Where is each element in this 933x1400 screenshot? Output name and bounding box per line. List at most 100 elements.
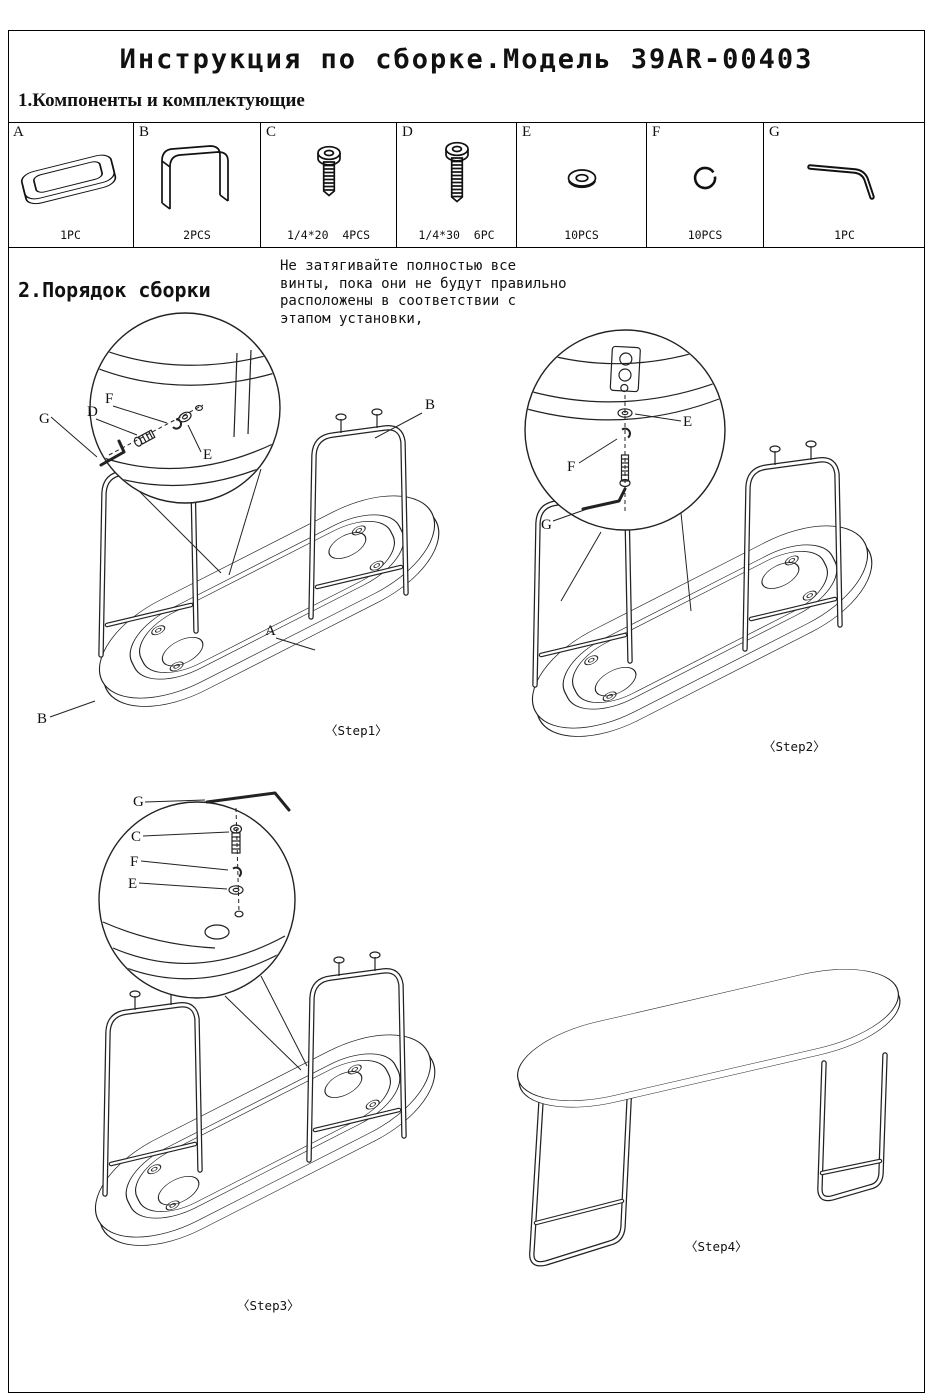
magnifier-ray (680, 512, 692, 612)
part-cell-b: B 2PCS (133, 123, 260, 247)
part-letter-a: A (13, 124, 24, 140)
magnifier-ray (260, 975, 308, 1067)
note-line-1: Не затягивайте полностью все (280, 258, 517, 274)
magnifier-ray (228, 468, 262, 576)
callout-b-bottom: B (37, 711, 47, 727)
step3-magnifier-circle (98, 801, 296, 999)
callout-a: A (265, 623, 276, 639)
screw-hole-detail (234, 910, 244, 918)
part-qty-a: 1PC (60, 228, 81, 242)
part-qty-c: 1/4*20 4PCS (286, 228, 371, 242)
step1-label: 〈Step1〉 (325, 723, 388, 738)
leader-line-b-bottom (49, 700, 96, 718)
step4-diagram: 〈Step4〉 (516, 969, 901, 1267)
leader-line-f (140, 860, 229, 871)
allen-key-icon (806, 164, 875, 200)
screw-c-detail (229, 824, 243, 854)
leader-line-g (552, 508, 588, 522)
note-line-2: винты, пока они не будут правильно (280, 275, 567, 292)
step4-label: 〈Step4〉 (685, 1239, 748, 1254)
callout-g: G (39, 411, 50, 427)
step3-table-underside (76, 1010, 454, 1270)
callout-e: E (683, 414, 692, 430)
leader-line-d (95, 418, 138, 436)
part-letter-d: D (402, 124, 413, 140)
step3-label: 〈Step3〉 (237, 1298, 300, 1313)
part-letter-b: B (139, 124, 150, 140)
leader-line-e (187, 424, 202, 453)
flat-washer-icon (567, 168, 596, 188)
leader-line-b-top (374, 412, 423, 439)
part-qty-d: 1/4*30 6PC (418, 228, 495, 242)
callout-b-top: B (425, 397, 435, 413)
spring-washer-detail (621, 427, 631, 439)
tabletop-icon (20, 154, 116, 204)
screw-d-detail (133, 429, 156, 447)
step4-leg-frame-right (817, 1052, 888, 1202)
step3-diagram: G C F E 〈Step3〉 (76, 791, 454, 1313)
flat-washer-detail (617, 408, 633, 418)
spring-washer-detail (232, 866, 242, 878)
leader-line-e (634, 413, 682, 422)
note-line-3: расположены в соответствии с (280, 293, 517, 309)
assembly-heading: 2.Порядок сборки (18, 278, 211, 302)
magnifier-ray (224, 995, 302, 1071)
allen-key-detail (99, 439, 126, 467)
allen-key-detail (205, 791, 291, 812)
callout-e: E (128, 876, 137, 892)
part-cell-g: G 1PC (763, 123, 925, 247)
step3-magnifier-detail (102, 921, 286, 980)
long-screw-icon (444, 141, 469, 203)
callout-c: C (131, 829, 141, 845)
leg-frame-icon (161, 144, 229, 210)
step1-table-underside (80, 471, 458, 731)
part-cell-c: C 1/4*20 4PCS (260, 123, 396, 247)
allen-key-detail (581, 487, 627, 511)
step1-diagram: G D F E B A B 〈Step1〉 (37, 312, 458, 738)
flat-washer-detail (228, 885, 244, 895)
part-letter-f: F (652, 124, 661, 140)
callout-f: F (130, 854, 138, 870)
fastener-axis (108, 404, 204, 456)
magnifier-ray (560, 531, 602, 602)
magnifier-ray (138, 490, 222, 574)
leader-line-f (578, 438, 618, 464)
parts-table: A 1PC B 2PCS C (8, 122, 925, 248)
callout-g: G (133, 794, 144, 810)
note-line-4: этапом установки, (280, 310, 424, 327)
screw-d-detail (619, 454, 631, 488)
flat-washer-detail (178, 411, 192, 423)
page-title: Инструкция по сборке.Модель 39AR-00403 (119, 44, 814, 75)
part-cell-e: E 10PCS (516, 123, 646, 247)
part-cell-a: A 1PC (8, 123, 133, 247)
callout-g: G (541, 517, 552, 533)
leader-line-f (112, 405, 168, 424)
step1-magnifier-circle (89, 312, 281, 504)
leader-line-c (142, 831, 230, 837)
spring-washer-detail (172, 418, 182, 430)
screw-hole-detail (195, 404, 204, 411)
page-border (8, 30, 925, 1393)
part-letter-g: G (769, 124, 780, 140)
callout-d: D (87, 404, 98, 420)
spring-washer-icon (693, 166, 717, 190)
part-qty-g: 1PC (834, 228, 855, 242)
leader-line-a (275, 637, 316, 651)
callout-f: F (567, 459, 575, 475)
part-cell-f: F 10PCS (646, 123, 763, 247)
step4-tabletop (516, 969, 901, 1108)
part-letter-c: C (266, 124, 277, 140)
part-qty-f: 10PCS (687, 228, 723, 242)
part-qty-e: 10PCS (564, 228, 599, 242)
short-screw-icon (316, 145, 341, 197)
leader-line-e (138, 882, 228, 890)
callout-f: F (105, 391, 113, 407)
step4-leg-frame-left (529, 1078, 633, 1267)
part-cell-d: D 1/4*30 6PC (396, 123, 516, 247)
step2-diagram: E F G 〈Step2〉 (513, 329, 891, 761)
step2-table-underside (513, 501, 891, 761)
part-letter-e: E (522, 124, 532, 140)
step2-label: 〈Step2〉 (763, 739, 826, 754)
part-qty-b: 2PCS (183, 228, 211, 242)
